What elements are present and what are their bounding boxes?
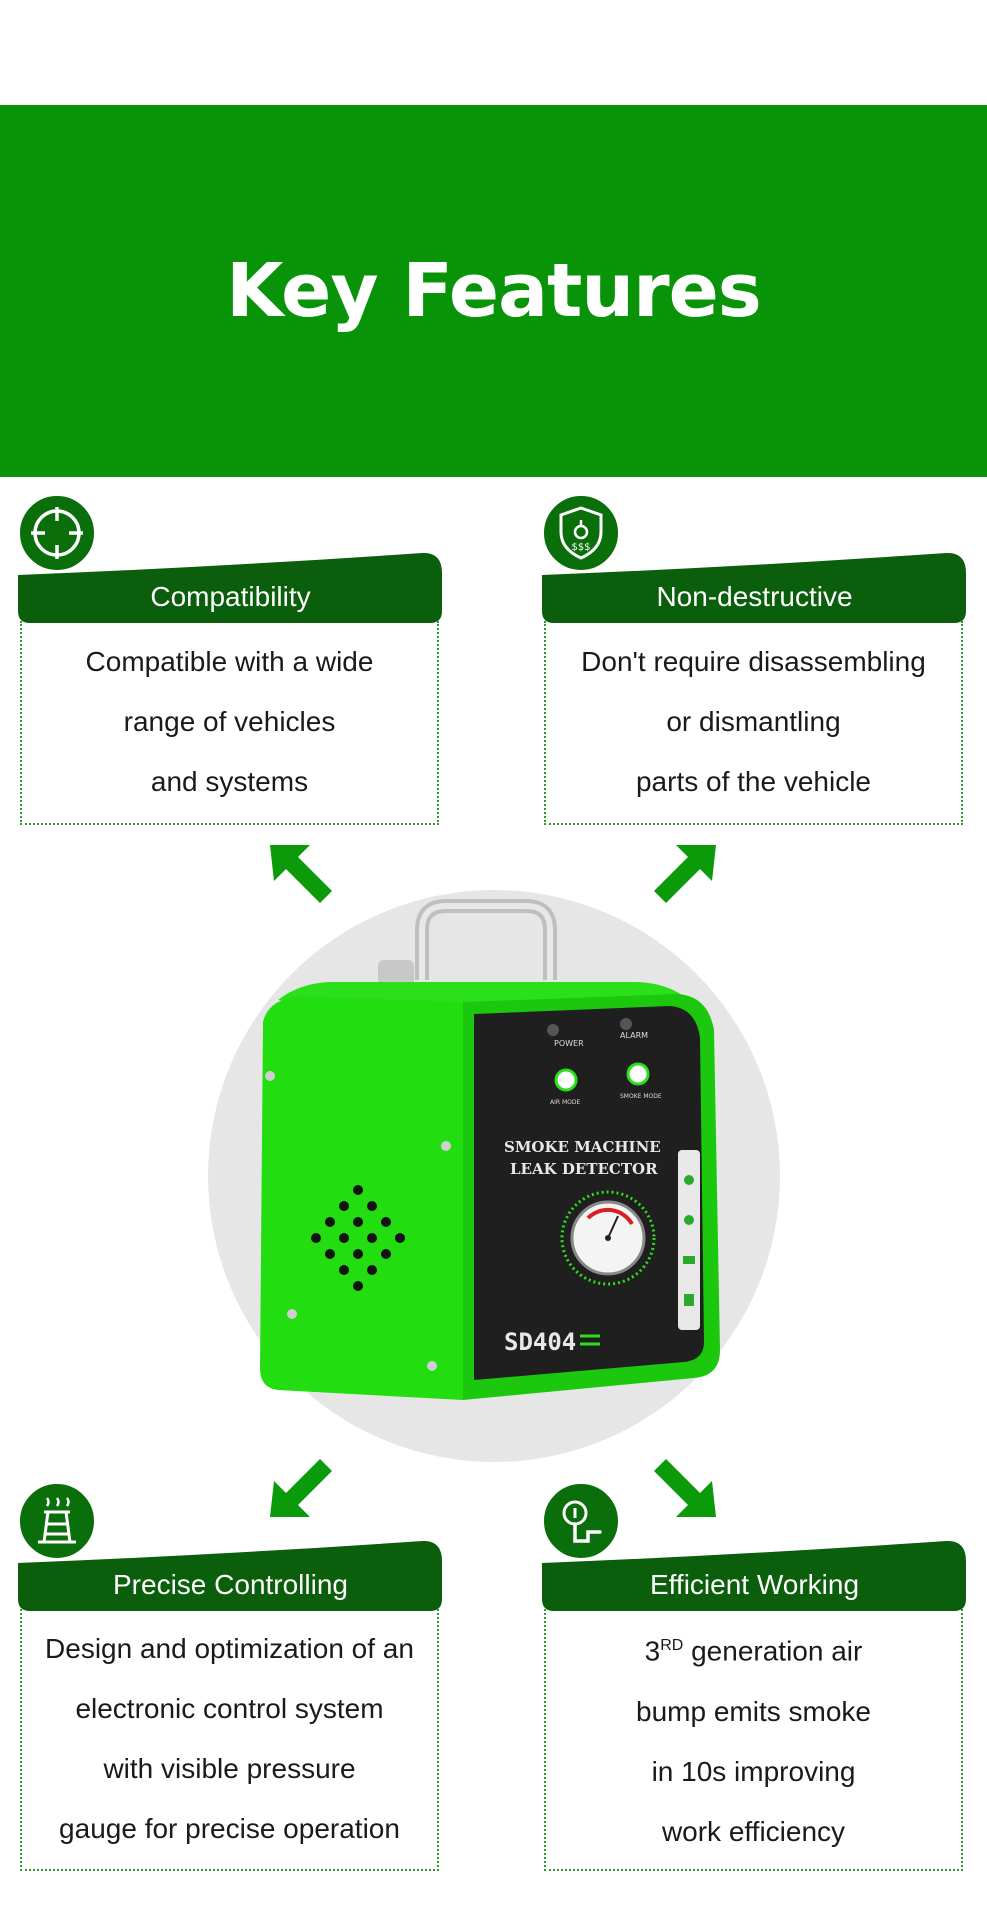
arrow-up-right-icon <box>654 845 716 903</box>
card-text-line: Don't require disassembling <box>581 646 926 677</box>
shield-icon: $$$ <box>541 493 621 573</box>
card-header: Non-destructive <box>542 553 967 623</box>
model-label: SD404 <box>504 1328 576 1356</box>
ordinal-suffix: RD <box>660 1637 684 1655</box>
card-body: Design and optimization of an electronic… <box>20 1609 439 1871</box>
card-text-line: 3RD generation air <box>645 1616 863 1681</box>
feature-card-efficient-working: Efficient Working 3RD generation air bum… <box>542 1541 967 1871</box>
card-text-line: with visible pressure <box>103 1753 356 1784</box>
brand-line-2: LEAK DETECTOR <box>510 1160 658 1178</box>
card-header: Precise Controlling <box>18 1541 443 1611</box>
air-mode-label: AIR MODE <box>550 1099 580 1106</box>
card-title: Compatibility <box>150 581 311 612</box>
card-text-line: or dismantling <box>666 706 841 737</box>
card-text-line: Design and optimization of an <box>45 1633 414 1664</box>
feature-card-non-destructive: Non-destructive Don't require disassembl… <box>542 553 967 825</box>
smoke-machine-product-image: POWER ALARM AIR MODE SMOKE MODE SMOKE MA… <box>208 890 780 1462</box>
card-title: Efficient Working <box>649 1569 860 1600</box>
card-text-line: Compatible with a wide <box>85 646 374 677</box>
card-body: Compatible with a wide range of vehicles… <box>20 621 439 825</box>
card-text-line: parts of the vehicle <box>635 766 872 797</box>
ordinal-number: 3 <box>644 1635 661 1667</box>
card-text-line: range of vehicles <box>123 706 336 737</box>
crosshair-icon <box>17 493 97 573</box>
card-header: Efficient Working <box>542 1541 967 1611</box>
arrow-down-right-icon <box>654 1459 716 1517</box>
page-title: Key Features <box>226 248 762 334</box>
arrow-down-left-icon <box>270 1459 332 1517</box>
card-text-line: bump emits smoke <box>636 1695 871 1727</box>
card-text-line: electronic control system <box>75 1693 384 1724</box>
svg-text:$$$: $$$ <box>571 542 590 553</box>
arrow-up-left-icon <box>270 845 332 903</box>
card-text-line: in 10s improving <box>651 1755 856 1787</box>
card-header: Compatibility <box>18 553 443 623</box>
alarm-label: ALARM <box>620 1031 648 1040</box>
key-features-banner: Key Features <box>0 105 987 477</box>
card-text-line: work efficiency <box>661 1815 846 1847</box>
feature-card-compatibility: Compatibility Compatible with a wide ran… <box>18 553 443 825</box>
card-title: Precise Controlling <box>113 1569 348 1600</box>
card-text: generation air <box>691 1635 863 1667</box>
pump-icon <box>541 1481 621 1561</box>
card-body: 3RD generation air bump emits smoke in 1… <box>544 1609 963 1871</box>
card-title: Non-destructive <box>656 581 853 612</box>
card-text-line: gauge for precise operation <box>59 1813 400 1844</box>
card-text-line: and systems <box>150 766 309 797</box>
feature-card-precise-controlling: Precise Controlling Design and optimizat… <box>18 1541 443 1871</box>
power-label: POWER <box>554 1039 584 1048</box>
tower-icon <box>17 1481 97 1561</box>
card-body: Don't require disassembling or dismantli… <box>544 621 963 825</box>
smoke-mode-label: SMOKE MODE <box>620 1093 662 1100</box>
brand-line-1: SMOKE MACHINE <box>504 1138 661 1156</box>
